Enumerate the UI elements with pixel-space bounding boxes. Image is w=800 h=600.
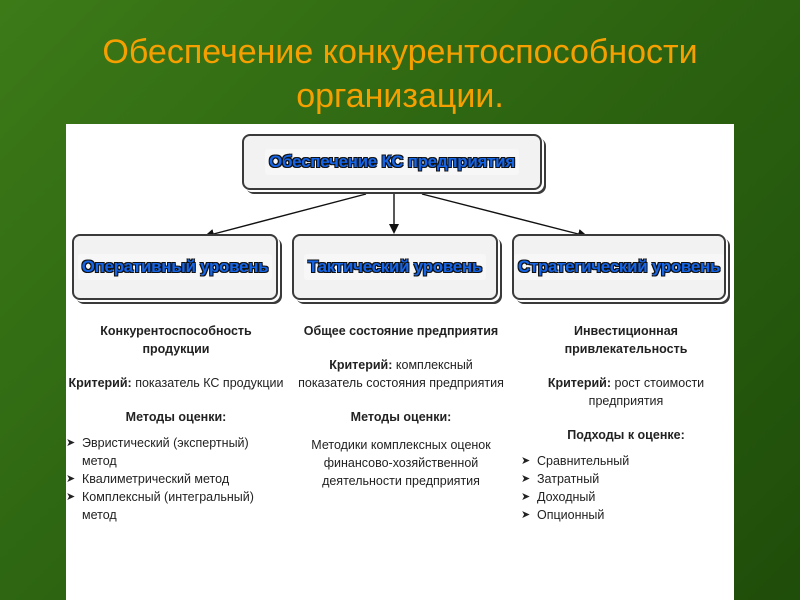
arrow-to-strategic: [421, 193, 588, 239]
arrow-to-operational: [204, 193, 367, 239]
operational-criterion-text: показатель КС продукции: [135, 376, 284, 390]
slide-title: Обеспечение конкурентоспособности органи…: [40, 30, 760, 118]
tactical-level-box: Тактический уровень: [292, 234, 498, 300]
tactical-criterion: Критерий: комплексный показатель состоян…: [296, 356, 506, 392]
list-item: Эвристический (экспертный) метод: [66, 434, 286, 470]
tactical-level-label: Тактический уровень: [303, 254, 487, 280]
connector-arrows: [204, 193, 588, 239]
list-item: Комплексный (интегральный) метод: [66, 488, 286, 524]
strategic-criterion-text: рост стоимости предприятия: [588, 376, 705, 408]
list-item: Затратный: [521, 470, 731, 488]
strategic-methods-label: Подходы к оценке:: [567, 428, 685, 442]
strategic-level-box: Стратегический уровень: [512, 234, 726, 300]
operational-criterion: Критерий: показатель КС продукции: [66, 374, 286, 392]
strategic-criterion-label: Критерий:: [547, 376, 612, 390]
list-item: Доходный: [521, 488, 731, 506]
tactical-object: Общее состояние предприятия: [303, 324, 499, 338]
root-box: Обеспечение КС предприятия: [242, 134, 542, 190]
diagram-panel: Обеспечение КС предприятия Оперативный у…: [66, 124, 734, 600]
operational-object: Конкурентоспособность продукции: [100, 324, 252, 356]
operational-level-label: Оперативный уровень: [77, 254, 273, 280]
operational-methods-list: Эвристический (экспертный) метод Квалиме…: [66, 434, 286, 524]
strategic-criterion: Критерий: рост стоимости предприятия: [521, 374, 731, 410]
tactical-methods-text: Методики комплексных оценок финансово-хо…: [311, 438, 491, 488]
root-box-label: Обеспечение КС предприятия: [265, 149, 519, 175]
strategic-column: Инвестиционная привлекательность Критери…: [521, 322, 731, 524]
strategic-object: Инвестиционная привлекательность: [564, 324, 688, 356]
slide-title-line-1: Обеспечение конкурентоспособности: [102, 33, 698, 71]
strategic-level-label: Стратегический уровень: [513, 254, 725, 280]
list-item: Квалиметрический метод: [66, 470, 286, 488]
tactical-column: Общее состояние предприятия Критерий: ко…: [296, 322, 506, 490]
operational-column: Конкурентоспособность продукции Критерий…: [66, 322, 286, 524]
slide-title-line-2: организации.: [296, 77, 504, 115]
operational-methods-label: Методы оценки:: [125, 410, 227, 424]
operational-criterion-label: Критерий:: [68, 376, 132, 390]
list-item: Сравнительный: [521, 452, 731, 470]
tactical-criterion-text: комплексный показатель состояния предпри…: [298, 358, 504, 390]
tactical-methods-label: Методы оценки:: [350, 410, 452, 424]
tactical-criterion-label: Критерий:: [329, 358, 393, 372]
list-item: Опционный: [521, 506, 731, 524]
strategic-methods-list: Сравнительный Затратный Доходный Опционн…: [521, 452, 731, 524]
operational-level-box: Оперативный уровень: [72, 234, 278, 300]
